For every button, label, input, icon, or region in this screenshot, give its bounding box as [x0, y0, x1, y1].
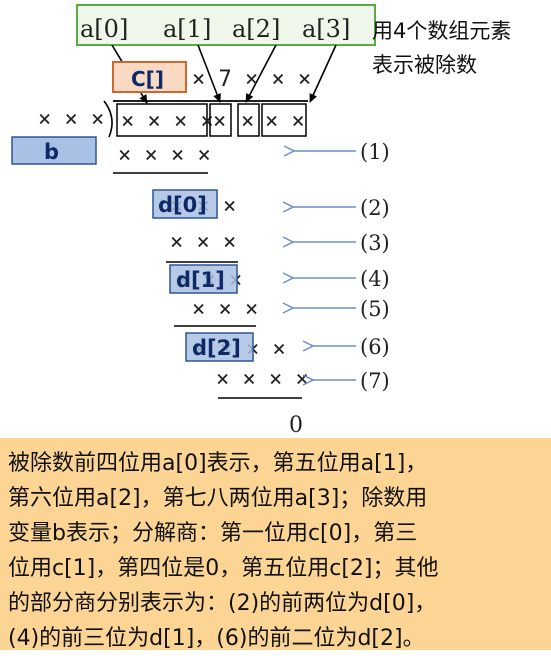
row6-label: d[2] [192, 336, 241, 360]
quotient-digits: × 7 × × × [192, 67, 311, 92]
dividend-box-a0 [116, 103, 208, 137]
array-note-line2: 表示被除数 [372, 53, 477, 77]
caption-line-3: 变量b表示；分解商：第一位用c[0]，第三 [8, 521, 418, 546]
array-label-a0: a[0] [80, 15, 128, 43]
dividend-digits-a2: × [241, 109, 254, 134]
row1-digits: × × × × [118, 143, 211, 168]
array-label-a2: a[2] [232, 15, 280, 43]
quotient-label-box [112, 61, 187, 93]
caption-line-4: 位用c[1]，第四位是0，第五位用c[2]；其他 [8, 556, 439, 581]
dividend-digits-a3: × × [265, 109, 305, 134]
dividend-digits-a1: × [213, 109, 226, 134]
long-division-diagram: a[0] a[1] a[2] a[3] 用4个数组元素 表示被除数 C[] × … [11, 4, 511, 438]
row1-step: (1) [360, 140, 390, 164]
explanation-caption: 被除数前四位用a[0]表示，第五位用a[1]， 第六位用a[2]，第七八两位用a… [0, 438, 551, 651]
divisor-label: b [44, 140, 59, 164]
row4-step: (4) [360, 267, 390, 291]
array-label-a3: a[3] [302, 15, 350, 43]
row3-step: (3) [360, 231, 390, 255]
divisor-digits: × × × [38, 107, 104, 132]
row5-digits: × × × [192, 297, 258, 322]
arrow-a2 [245, 44, 277, 103]
division-bracket [103, 100, 113, 138]
row5-step: (5) [360, 297, 390, 321]
arrow-a3 [309, 44, 337, 103]
caption-line-5: 的部分商分别表示为：(2)的前两位为d[0]， [8, 591, 437, 616]
row6-label-box [185, 332, 254, 362]
dividend-box-a1 [209, 103, 232, 137]
row6-step: (6) [360, 335, 390, 359]
divisor-label-box [11, 136, 97, 165]
row7-digits: × × × × [216, 367, 309, 392]
caption-line-2: 第六位用a[2]，第七八两位用a[3]；除数用 [8, 486, 428, 511]
row2-label-box [152, 189, 218, 219]
array-labels-box [76, 4, 376, 46]
row4-label-box [169, 264, 238, 294]
caption-line-1: 被除数前四位用a[0]表示，第五位用a[1]， [8, 451, 428, 476]
dividend-digits-a0: × × × × [121, 109, 214, 134]
arrow-a1 [197, 44, 221, 103]
array-note-line1: 用4个数组元素 [372, 19, 511, 43]
dividend-box-a3 [261, 103, 307, 137]
dividend-box-a2 [237, 103, 260, 137]
caption-line-6: (4)的前三位为d[1]，(6)的前二位为d[2]。 [8, 626, 425, 651]
row2-step: (2) [360, 196, 390, 220]
quotient-label: C[] [131, 67, 164, 91]
remainder: 0 [289, 413, 303, 438]
row3-digits: × × × [170, 230, 236, 255]
row7-step: (7) [360, 369, 390, 393]
row4-label: d[1] [176, 268, 225, 292]
row2-label: d[0] [158, 193, 207, 217]
array-label-a1: a[1] [163, 15, 211, 43]
